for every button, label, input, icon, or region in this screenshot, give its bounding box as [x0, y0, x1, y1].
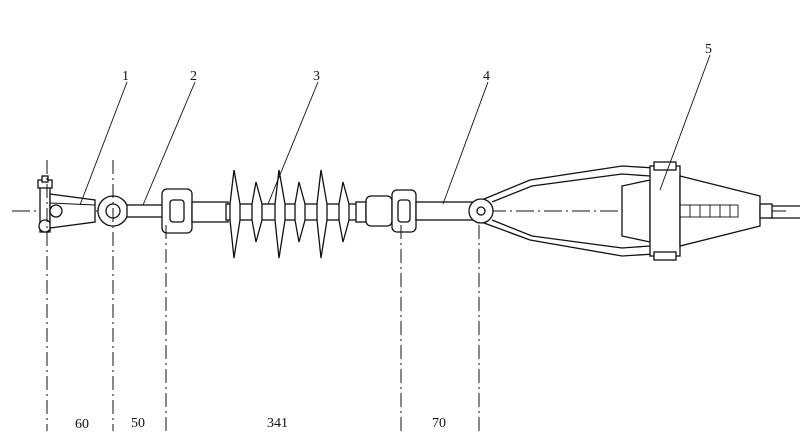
part-2-link [97, 195, 166, 227]
part-4-extension-rod [415, 198, 494, 224]
leader-lines [79, 54, 711, 206]
dimension-lines [46, 160, 480, 431]
part-label-3: 3 [313, 69, 320, 84]
part-5-strain-clamp [483, 161, 773, 261]
part-3-insulator [225, 169, 367, 259]
dimension-70: 70 [432, 416, 446, 431]
part-label-2: 2 [190, 69, 197, 84]
socket-coupler-left [161, 188, 229, 234]
dimension-60: 60 [75, 417, 89, 431]
part-label-4: 4 [483, 69, 490, 84]
part-1-clevis [37, 175, 96, 233]
socket-coupler-right [365, 189, 417, 233]
part-label-5: 5 [705, 42, 712, 57]
dimension-50: 50 [131, 416, 145, 431]
dimension-341: 341 [267, 416, 288, 431]
part-label-1: 1 [122, 69, 129, 84]
